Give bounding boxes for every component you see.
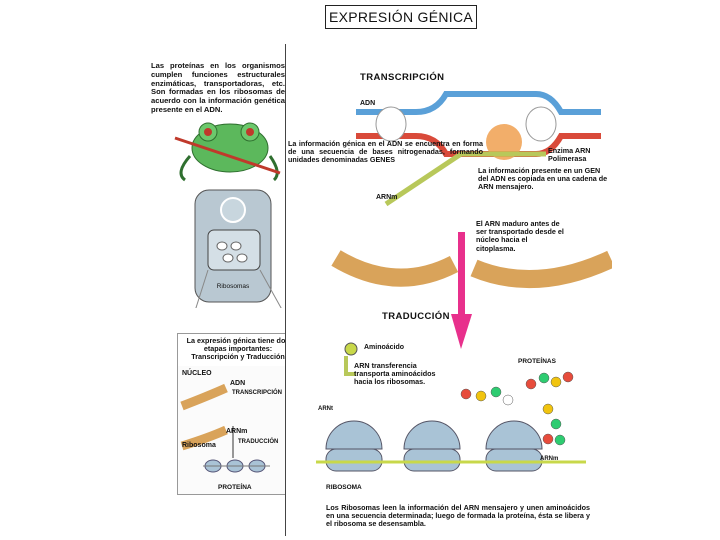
transcripcion-heading: TRANSCRIPCIÓN	[360, 72, 445, 83]
enzima-label: Enzima ARN Polimerasa	[548, 146, 591, 164]
nucleo-label: NÚCLEO	[182, 370, 212, 377]
ribosomas-caption: Los Ribosomas leen la información del AR…	[326, 503, 590, 529]
traduccion-heading: TRADUCCIÓN	[382, 311, 450, 322]
proteina-label: PROTEÍNA	[218, 484, 252, 491]
info-adn-text: La información génica en el ADN se encue…	[288, 139, 483, 165]
page-title: EXPRESIÓN GÉNICA	[325, 5, 477, 29]
ribosoma-label: Ribosoma	[182, 442, 216, 449]
arnm-label: ARNm	[226, 428, 248, 435]
cell-illustration	[194, 189, 282, 308]
adn-label: ADN	[230, 380, 246, 387]
cell-ribosomas-label: Ribosomas	[216, 283, 250, 290]
adn-label-right: ADN	[360, 100, 376, 107]
stages-diagram	[178, 366, 298, 494]
aminoacido-label: Aminoácido	[364, 344, 405, 351]
process-panel: TRANSCRIPCIÓN ADN La información génica …	[285, 44, 612, 536]
stages-box: La expresión génica tiene dos etapas imp…	[177, 333, 299, 495]
ribosoma-label-bottom: RIBOSOMA	[326, 484, 362, 491]
arnm-label-bottom: ARNm	[540, 456, 559, 462]
info-gen-text: La información presente en un GEN del AD…	[478, 166, 608, 192]
traduccion-label: TRADUCCIÓN	[238, 439, 279, 445]
process-diagram	[316, 91, 612, 472]
proteinas-label: PROTEÍNAS	[518, 358, 556, 365]
arnt-label: ARNt	[318, 406, 333, 412]
frog-icon	[174, 122, 281, 182]
arnm-label-right: ARNm	[376, 194, 398, 201]
frog-cell-illustration	[174, 122, 282, 308]
stages-heading: La expresión génica tiene dos etapas imp…	[186, 336, 290, 362]
transcripcion-label: TRANSCRIPCIÓN	[232, 390, 283, 396]
arnt-text: ARN transferencia transporta aminoácidos…	[354, 361, 436, 387]
transport-text: El ARN maduro antes de ser transportado …	[476, 219, 564, 253]
intro-text: Las proteínas en los organismos cumplen …	[148, 60, 288, 122]
